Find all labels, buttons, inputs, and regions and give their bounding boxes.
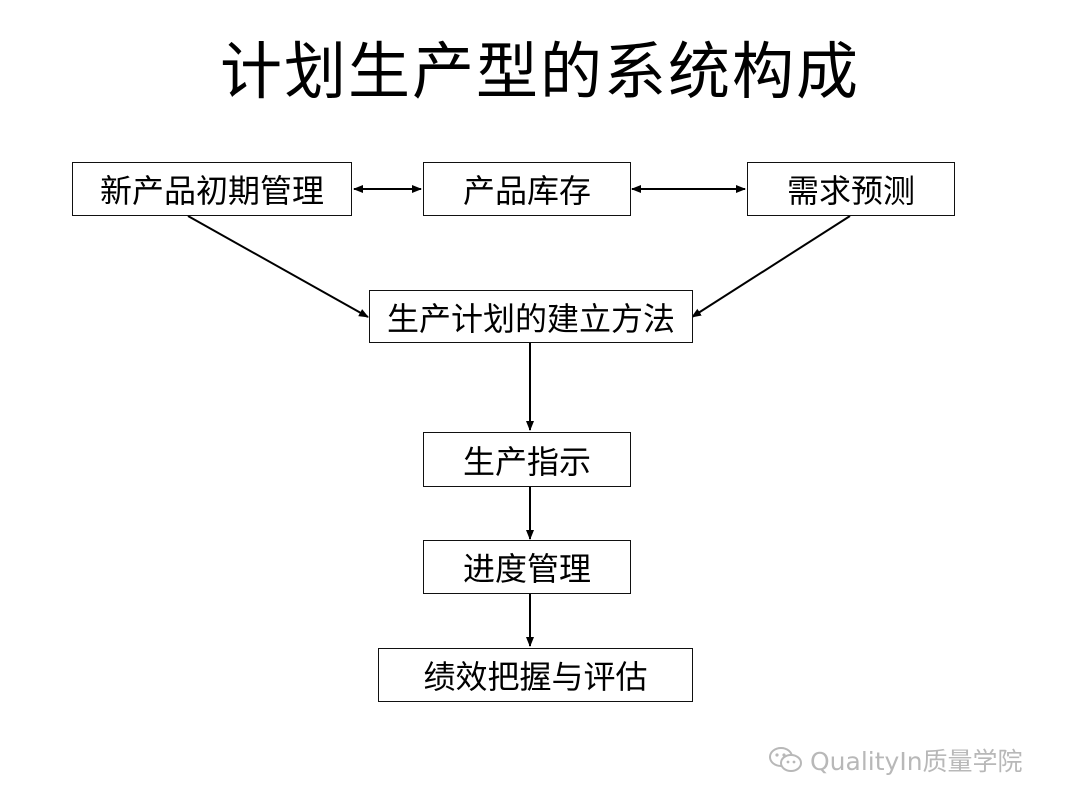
node-progress-management: 进度管理 xyxy=(423,540,631,594)
node-product-inventory: 产品库存 xyxy=(423,162,631,216)
watermark-text: QualityIn质量学院 xyxy=(810,747,1023,776)
node-demand-forecast: 需求预测 xyxy=(747,162,955,216)
node-production-instruction: 生产指示 xyxy=(423,432,631,487)
edge-new-product-plan xyxy=(187,215,369,318)
wechat-icon xyxy=(769,747,802,772)
watermark: QualityIn质量学院 xyxy=(768,740,1023,780)
node-new-product-initial-management: 新产品初期管理 xyxy=(72,162,352,216)
page-title: 计划生产型的系统构成 xyxy=(219,35,860,108)
node-production-plan-method: 生产计划的建立方法 xyxy=(369,290,693,343)
edge-forecast-plan xyxy=(691,215,851,318)
node-performance-evaluation: 绩效把握与评估 xyxy=(378,648,693,702)
